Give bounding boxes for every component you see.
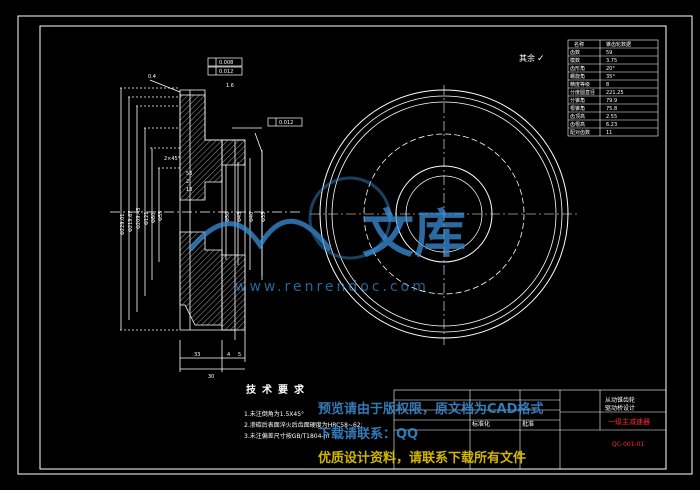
param-header-name: 名称 bbox=[574, 41, 584, 48]
watermark-mountain-icon bbox=[188, 218, 333, 252]
param-header-value: 锥齿轮数据 bbox=[606, 41, 631, 48]
dim-left-1: Φ229.01 bbox=[120, 214, 126, 235]
title-right-top: 从动锥齿轮 bbox=[605, 396, 635, 404]
dim-bottom-3: 5 bbox=[238, 352, 241, 358]
tech-line-3: 3.未注偏差尺寸按GB/T1804-m bbox=[244, 432, 330, 440]
roughness-symbol-icon: ✓ bbox=[537, 54, 545, 64]
inner-circle-dashed bbox=[363, 133, 525, 295]
dim-chamfer: 2×45° bbox=[164, 156, 181, 162]
tolerance-2: 0.012 bbox=[219, 69, 233, 75]
param-row-value: 20° bbox=[606, 66, 615, 72]
tech-line-1: 1.未注倒角为1.5X45° bbox=[244, 410, 304, 418]
dim-bottom-1: 33 bbox=[194, 352, 200, 358]
param-row-name: 精度等级 bbox=[570, 81, 590, 88]
param-row-name: 齿数 bbox=[570, 49, 580, 56]
watermark-url: www.renrendoc.com bbox=[235, 279, 429, 295]
param-row-value: 11 bbox=[606, 130, 612, 136]
param-row-name: 配对齿数 bbox=[570, 129, 590, 136]
dim-mid-1: Φ50 bbox=[225, 212, 231, 222]
watermark-line-1: 预览请由于版权限，原文档为CAD格式 bbox=[318, 401, 543, 417]
title-center-2: 批准 bbox=[522, 420, 534, 428]
dim-small-1: 53 bbox=[186, 171, 192, 177]
front-view bbox=[310, 85, 580, 345]
watermark-line-3: 优质设计资料，请联系下载所有文件 bbox=[318, 450, 526, 466]
section-view bbox=[110, 79, 300, 372]
watermark-ring-icon bbox=[308, 176, 392, 260]
param-row-value: 6.23 bbox=[606, 122, 617, 128]
param-row-value: 79.9 bbox=[606, 98, 617, 104]
dim-left-4: Φ121 bbox=[144, 212, 150, 225]
param-row-value: 35° bbox=[606, 74, 615, 80]
outer-frame bbox=[17, 15, 693, 475]
watermark-logo-text: 文库 bbox=[362, 205, 466, 265]
dim-small-2: 2 bbox=[186, 179, 189, 185]
tolerance-frames bbox=[207, 57, 303, 127]
param-row-name: 模数 bbox=[570, 57, 580, 64]
watermark-line-2: 下载请联系：QQ bbox=[318, 426, 418, 442]
dim-mid-3: Φ40 bbox=[249, 212, 255, 222]
param-row-name: 齿根高 bbox=[570, 121, 585, 128]
dim-mid-2: Φ45 bbox=[237, 212, 243, 222]
dim-top-b: 1.6 bbox=[226, 83, 234, 89]
dim-small-3: 13 bbox=[186, 187, 192, 193]
title-center-1: 标准化 bbox=[472, 420, 490, 428]
param-table bbox=[567, 39, 659, 137]
param-row-value: 75.8 bbox=[606, 106, 617, 112]
inner-frame bbox=[39, 25, 667, 470]
dim-left-3: Φ209.45 bbox=[136, 208, 142, 229]
tech-line-2: 2.渗碳后表面淬火后齿面硬度为HRC58~62; bbox=[244, 421, 363, 429]
tolerance-3: 0.012 bbox=[279, 120, 293, 126]
dim-bottom-total: 30 bbox=[208, 374, 214, 380]
title-block bbox=[393, 389, 667, 470]
param-row-value: 3.75 bbox=[606, 58, 617, 64]
param-row-value: 59 bbox=[606, 50, 612, 56]
param-row-name: 齿顶高 bbox=[570, 113, 585, 120]
dimension-labels: 0.4 1.6 2×45° 53 2 13 Φ229.01 Φ219.67 Φ2… bbox=[120, 74, 267, 380]
param-row-name: 齿形角 bbox=[570, 65, 585, 72]
dim-left-5: Φ80 bbox=[151, 213, 157, 223]
dim-bottom-2: 4 bbox=[227, 352, 230, 358]
dim-left-6: Φ55 bbox=[158, 211, 164, 221]
title-bottom-tag: QC-001-01 bbox=[612, 441, 645, 448]
dim-top-a: 0.4 bbox=[148, 74, 156, 80]
param-row-value: 221.25 bbox=[606, 90, 624, 96]
tech-title: 技术要求 bbox=[246, 383, 310, 396]
param-row-name: 根锥角 bbox=[570, 105, 585, 112]
param-row-name: 分锥角 bbox=[570, 97, 585, 104]
param-row-name: 螺旋角 bbox=[570, 73, 585, 80]
param-row-value: 8 bbox=[606, 82, 609, 88]
param-row-value: 2.55 bbox=[606, 114, 617, 120]
watermark-logo bbox=[188, 176, 392, 260]
tolerance-1: 0.008 bbox=[219, 60, 233, 66]
title-red-label: 一级主减速器 bbox=[608, 417, 650, 426]
dim-mid-4: Φ35 bbox=[261, 212, 267, 222]
view-label: 其余 bbox=[519, 53, 535, 63]
title-right-mid: 驱动桥设计 bbox=[605, 404, 635, 412]
dim-left-2: Φ219.67 bbox=[128, 211, 134, 232]
hatched-section bbox=[179, 94, 246, 331]
param-row-name: 分度圆直径 bbox=[570, 89, 595, 96]
